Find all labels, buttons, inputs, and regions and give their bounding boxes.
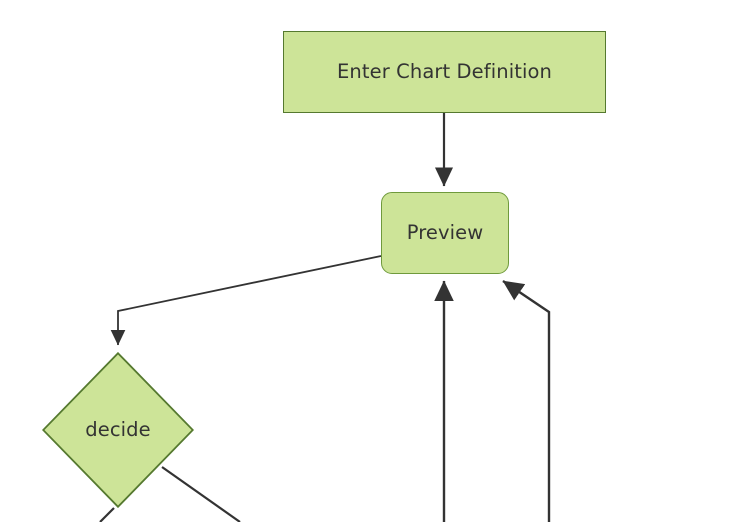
node-preview[interactable]: Preview (381, 192, 509, 274)
edge-return-right-to-preview (502, 280, 551, 522)
edge-decide-to-offscreen-right (161, 466, 241, 522)
edge-decide-to-offscreen-left (99, 507, 115, 522)
node-preview-label: Preview (406, 221, 484, 245)
node-enter-chart-definition[interactable]: Enter Chart Definition (283, 31, 606, 113)
node-decide[interactable]: decide (42, 352, 194, 508)
node-enter-chart-definition-label: Enter Chart Definition (337, 60, 552, 84)
decide-diamond-shape (42, 352, 194, 508)
node-decide-label: decide (85, 418, 151, 442)
edge-preview-to-decide (110, 255, 382, 346)
